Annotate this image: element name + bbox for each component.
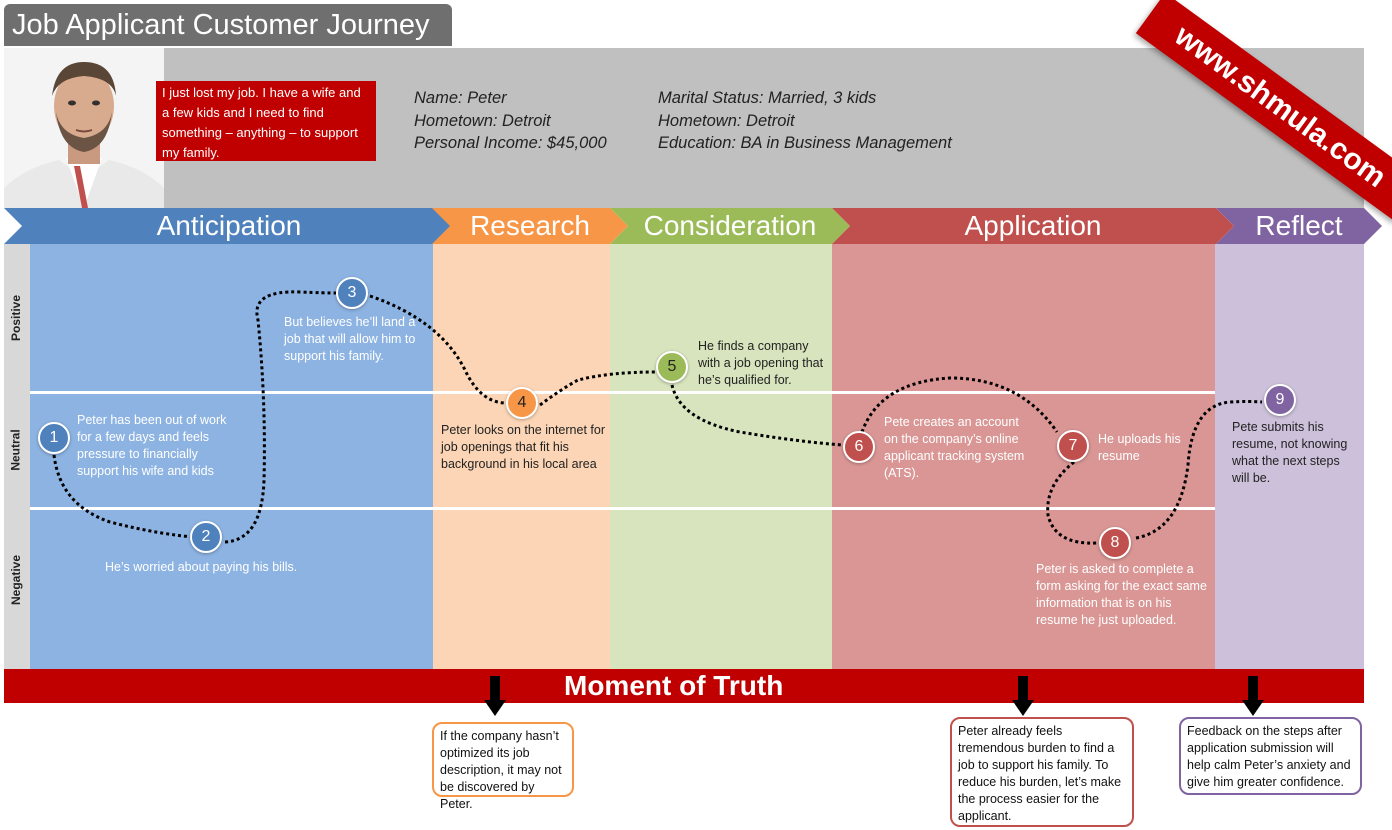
step-3-text: But believes he’ll land a job that will … — [284, 315, 416, 363]
step-9-text: Pete submits his resume, not knowing wha… — [1232, 420, 1348, 485]
step-2-marker: 2 — [190, 521, 222, 553]
arrow-down-icon — [1242, 676, 1264, 716]
persona-hometown-secondary: Hometown: Detroit — [658, 112, 795, 130]
step-6-marker: 6 — [843, 431, 875, 463]
persona-hometown: Hometown: Detroit — [414, 112, 551, 130]
callout-research: If the company hasn’t optimized its job … — [432, 722, 574, 811]
step-9-marker: 9 — [1264, 384, 1296, 416]
step-7-text: He uploads his resume — [1098, 432, 1181, 463]
step-6-text: Pete creates an account on the company’s… — [884, 415, 1025, 480]
step-2-text: He’s worried about paying his bills. — [105, 560, 298, 574]
step-8-marker: 8 — [1099, 527, 1131, 559]
moment-of-truth-bar: Moment of Truth — [4, 669, 1364, 703]
stage-reflect: Reflect — [1216, 208, 1382, 244]
step-5-marker: 5 — [656, 351, 688, 383]
stage-application: Application — [832, 208, 1234, 244]
moment-of-truth-label: Moment of Truth — [564, 670, 784, 701]
step-5-text: He finds a company with a job opening th… — [698, 339, 824, 387]
page-title: Job Applicant Customer Journey — [4, 4, 452, 46]
divider-positive-neutral — [30, 391, 1215, 394]
column-consideration — [610, 244, 832, 669]
stage-consideration: Consideration — [610, 208, 850, 244]
column-application — [832, 244, 1215, 669]
persona-avatar — [4, 48, 164, 208]
arrow-down-icon — [484, 676, 506, 716]
callout-application: Peter already feels tremendous burden to… — [950, 717, 1134, 827]
column-reflect — [1215, 244, 1364, 669]
persona-marital-status: Marital Status: Married, 3 kids — [658, 89, 877, 107]
column-research — [433, 244, 610, 669]
step-1-text: Peter has been out of work for a few day… — [77, 413, 227, 478]
callout-reflect: Feedback on the steps after application … — [1179, 717, 1362, 795]
step-8-text: Peter is asked to complete a form asking… — [1036, 562, 1207, 627]
persona-quote: I just lost my job. I have a wife and a … — [156, 81, 376, 161]
step-4-marker: 4 — [506, 387, 538, 419]
step-3-marker: 3 — [336, 277, 368, 309]
persona-name: Name: Peter — [414, 89, 507, 107]
persona-income: Personal Income: $45,000 — [414, 134, 607, 152]
persona-education: Education: BA in Business Management — [658, 134, 952, 152]
step-7-marker: 7 — [1057, 430, 1089, 462]
step-1-marker: 1 — [38, 422, 70, 454]
arrow-down-icon — [1012, 676, 1034, 716]
divider-neutral-negative — [30, 507, 1215, 510]
step-4-text: Peter looks on the internet for job open… — [441, 423, 605, 471]
column-anticipation — [30, 244, 433, 669]
stage-research: Research — [432, 208, 628, 244]
stage-anticipation: Anticipation — [4, 208, 454, 244]
